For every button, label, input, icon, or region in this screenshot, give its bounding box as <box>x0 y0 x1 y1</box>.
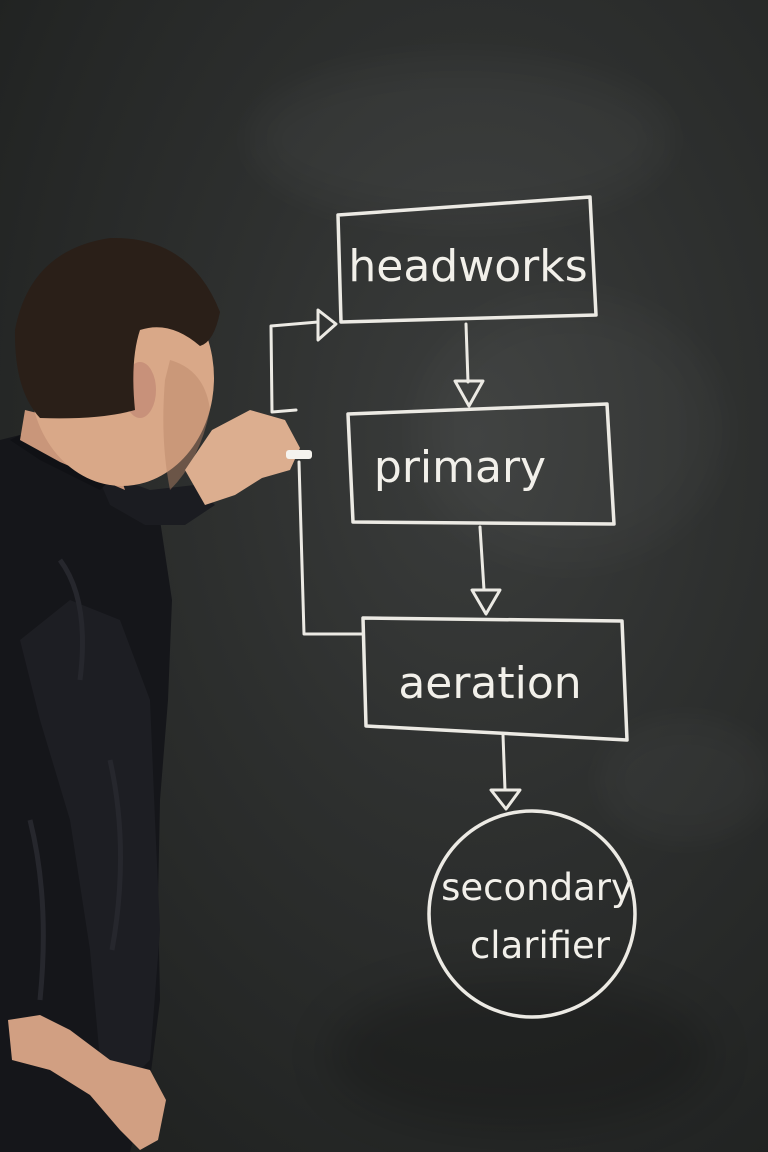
person-raised-hand <box>185 410 300 505</box>
return-loop-line <box>269 320 364 636</box>
person-hip-hand <box>8 1015 166 1150</box>
headworks-box <box>336 195 598 324</box>
aeration-label: aeration <box>398 658 581 709</box>
chalk-stick <box>286 450 312 459</box>
person-shirt-fold <box>27 558 123 1001</box>
secondary-clarifier-label-line-1: secondary <box>441 866 633 909</box>
person-face-shadow <box>163 360 210 490</box>
arrowhead-icon <box>453 379 485 408</box>
aeration-box <box>361 616 629 742</box>
arrowhead-icon <box>316 308 338 342</box>
arrow-primary-to-aeration <box>478 525 486 592</box>
arrowhead-icon <box>489 788 522 811</box>
secondary-clarifier-circle <box>427 809 637 1019</box>
person-lower-sleeve <box>20 600 160 1090</box>
headworks-label: headworks <box>348 241 587 292</box>
arrow-headworks-to-primary <box>464 322 470 384</box>
person-hair <box>14 237 220 419</box>
arrowhead-icon <box>470 588 502 616</box>
primary-box <box>346 402 616 526</box>
primary-label: primary <box>374 442 546 493</box>
arrow-aeration-to-clarifier <box>501 733 507 792</box>
secondary-clarifier-label-line-2: clarifier <box>470 924 611 967</box>
